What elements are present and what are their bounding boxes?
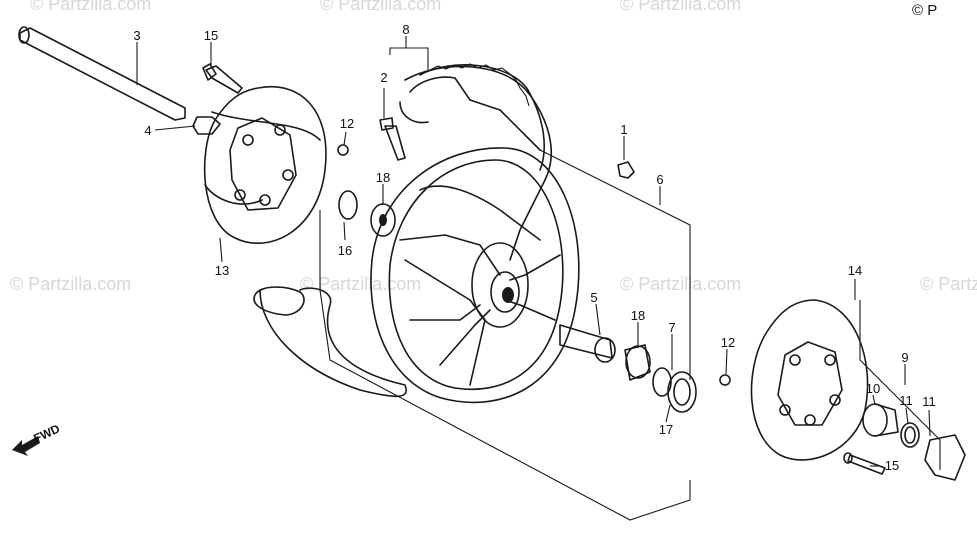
watermark-text-4: © Partzilla.com: [920, 274, 977, 294]
disc-bolt-left: [202, 63, 243, 94]
callout-11-second: 11: [922, 394, 936, 409]
tire: [253, 63, 553, 398]
callout-11-first: 11: [899, 393, 913, 408]
assembly-frame: [319, 149, 941, 521]
watermark-text-6: © Partzilla.com: [320, 0, 441, 14]
callout-7: 7: [668, 320, 675, 335]
callout-1: 1: [620, 122, 627, 137]
callout-18-right: 18: [631, 308, 645, 323]
axle: [18, 26, 221, 135]
callout-12-right: 12: [721, 335, 735, 350]
watermark-text-7: © Partzilla.com: [620, 0, 741, 14]
leader-lines: [136, 36, 931, 467]
callout-numbers: 3 15 4 8 2 12 1 6 18 16 13 5 18 7 17 12 …: [133, 22, 935, 473]
forward-arrow-icon: FWD: [12, 421, 62, 456]
valve-stem: [379, 117, 406, 161]
callout-4: 4: [144, 123, 151, 138]
callout-9: 9: [901, 350, 908, 365]
watermark-text-2: © Partzilla.com: [620, 274, 741, 294]
watermark-text-5: © Partzilla.com: [30, 0, 151, 14]
watermark-text-1: © Partzilla.com: [10, 274, 131, 294]
callout-12-left: 12: [340, 116, 354, 131]
callout-13: 13: [215, 263, 229, 278]
watermark-text-3: © Partzilla.com: [300, 274, 421, 294]
callout-16: 16: [338, 243, 352, 258]
watermark-layer: © Partzilla.com © Partzilla.com © Partzi…: [10, 0, 977, 294]
callout-2: 2: [380, 70, 387, 85]
callout-10: 10: [866, 381, 880, 396]
callout-3: 3: [133, 28, 140, 43]
callout-18-left: 18: [376, 170, 390, 185]
wheel-rim: [370, 147, 580, 404]
fwd-label: FWD: [31, 421, 62, 445]
copyright-text: © P: [912, 2, 937, 19]
gearbox-parts: [843, 403, 966, 481]
callout-5: 5: [590, 290, 597, 305]
callout-6: 6: [656, 172, 663, 187]
hub-parts-right: [337, 144, 731, 413]
callout-17: 17: [659, 422, 673, 437]
callout-8: 8: [402, 22, 409, 37]
callout-15-left: 15: [204, 28, 218, 43]
left-brake-disc: [203, 86, 327, 244]
callout-14: 14: [848, 263, 862, 278]
right-brake-disc: [750, 299, 869, 461]
callout-15-right: 15: [885, 458, 899, 473]
